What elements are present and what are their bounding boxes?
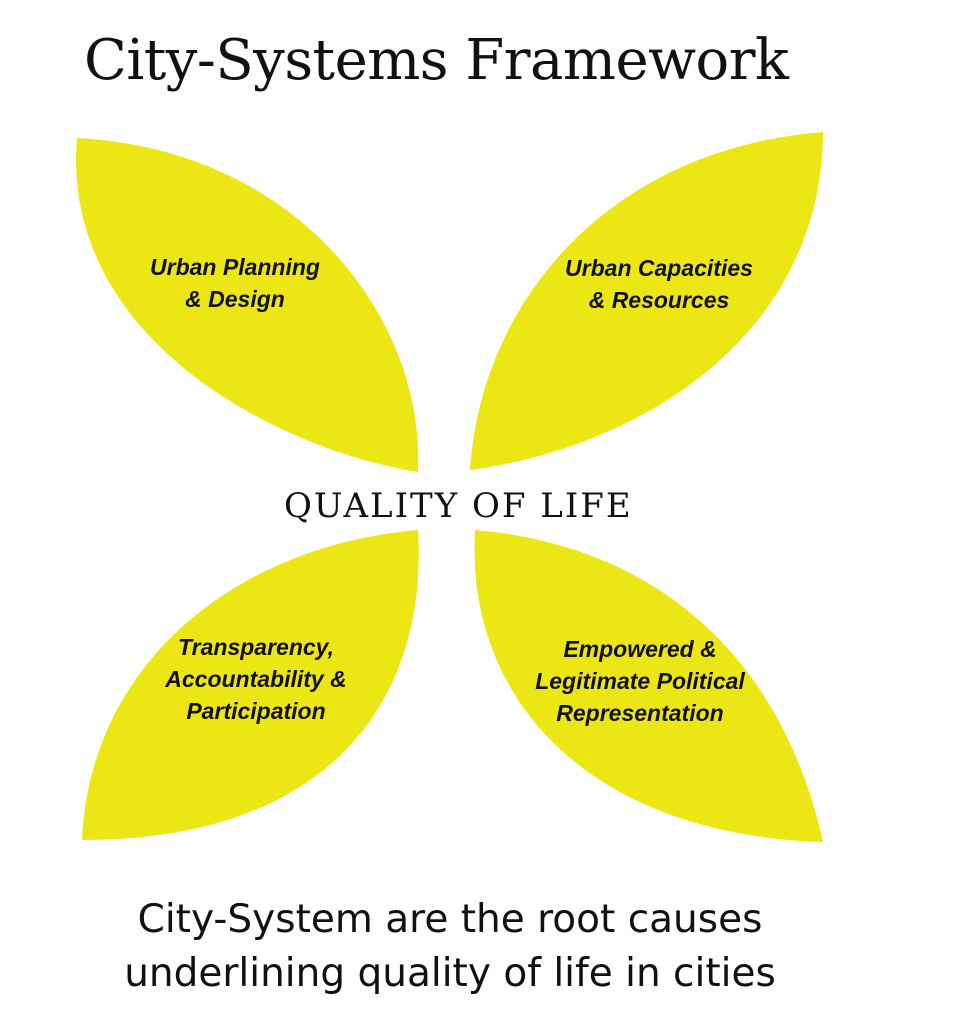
petal-label-line: Transparency,: [178, 634, 334, 660]
center-label: QUALITY OF LIFE: [284, 486, 633, 526]
petal-top-left: [76, 138, 419, 472]
petal-bottom-right: [474, 530, 823, 842]
petal-bottom-left: [82, 530, 419, 840]
petal-top-right: [470, 132, 823, 470]
petal-label-line: Empowered &: [563, 636, 717, 662]
caption-line: underlining quality of life in cities: [124, 951, 776, 996]
petal-label-line: Urban Capacities: [565, 255, 753, 281]
petal-label-line: & Resources: [588, 287, 730, 313]
petal-label-line: Accountability &: [165, 666, 347, 692]
caption-line: City-System are the root causes: [137, 897, 763, 942]
petal-label-line: Representation: [556, 700, 724, 726]
caption: City-System are the root causes underlin…: [0, 893, 900, 1001]
petal-label-urban-capacities: Urban Capacities & Resources: [545, 252, 773, 316]
petal-label-line: Legitimate Political: [535, 668, 745, 694]
petal-label-urban-planning: Urban Planning & Design: [130, 251, 340, 315]
petal-label-line: & Design: [185, 286, 285, 312]
petal-label-line: Urban Planning: [150, 254, 320, 280]
petal-label-line: Participation: [186, 698, 326, 724]
petal-label-empowered: Empowered & Legitimate Political Represe…: [510, 633, 770, 729]
page-title: City-Systems Framework: [84, 28, 789, 93]
petal-label-transparency: Transparency, Accountability & Participa…: [145, 631, 367, 727]
